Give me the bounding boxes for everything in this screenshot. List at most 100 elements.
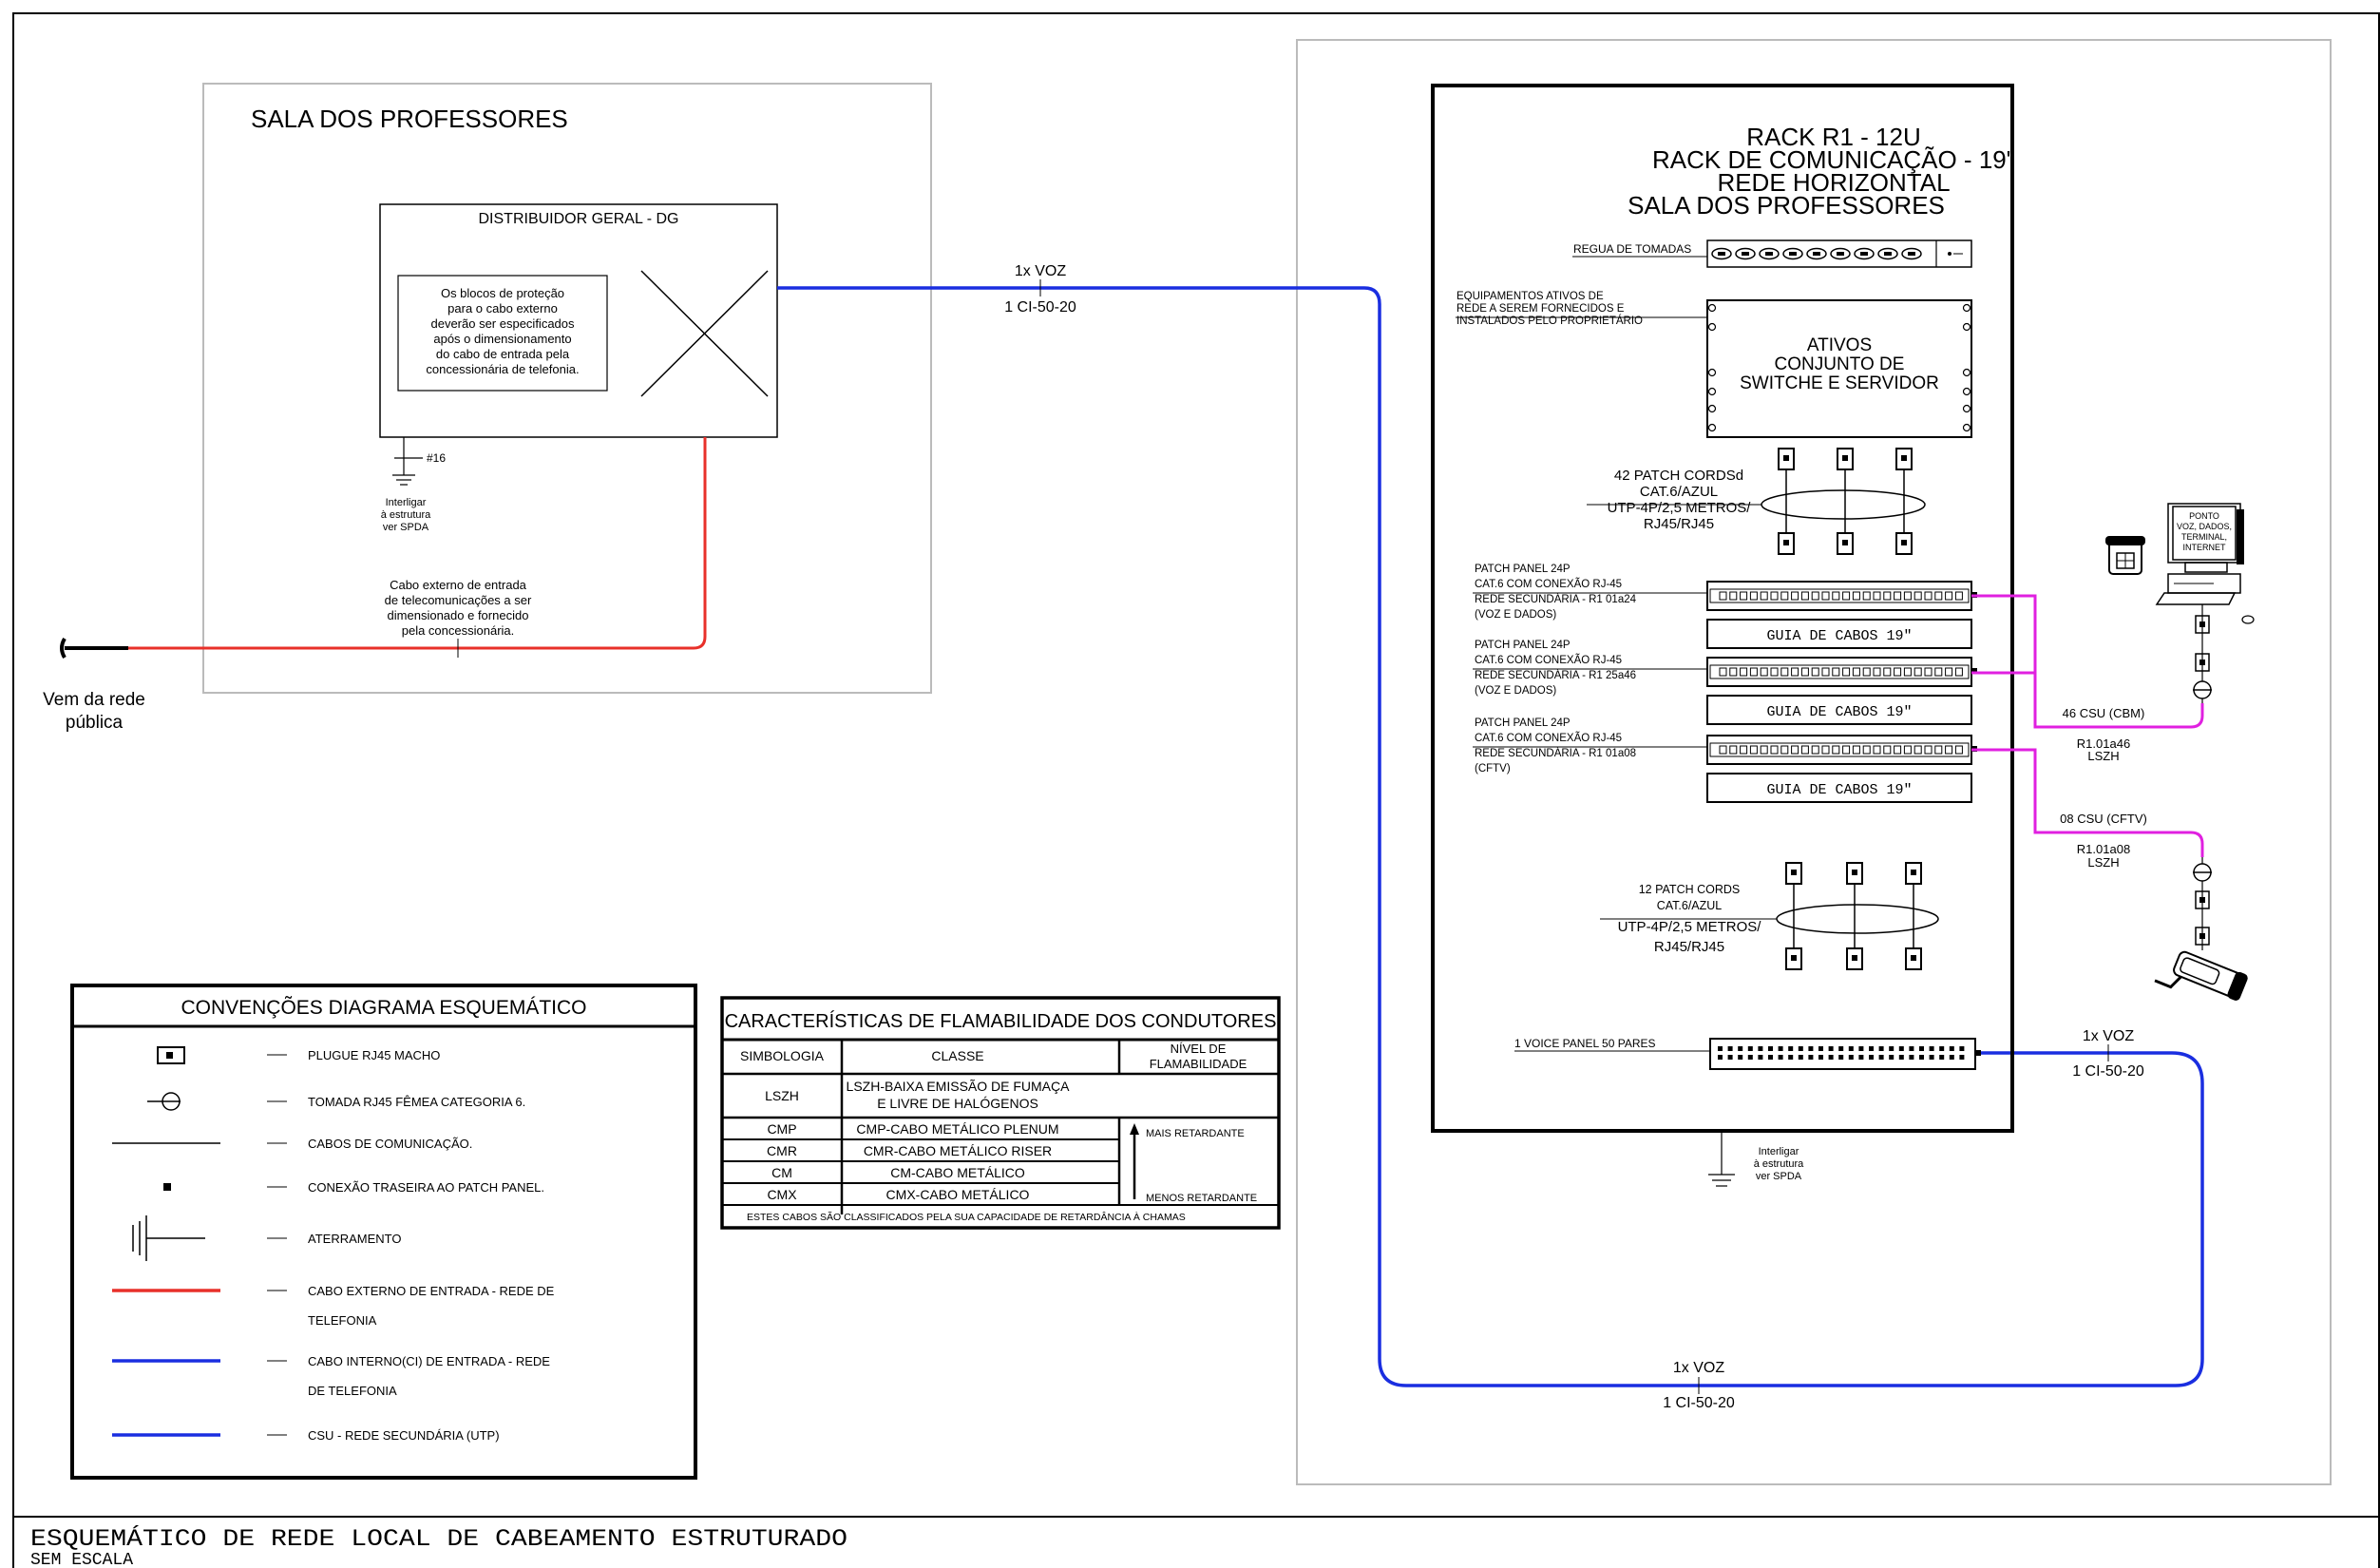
- patch-cords-2-line: 12 PATCH CORDS: [1639, 883, 1741, 896]
- dg-note-line: concessionária de telefonia.: [426, 362, 579, 376]
- legend-item-text: CONEXÃO TRASEIRA AO PATCH PANEL.: [308, 1180, 544, 1195]
- external-cable-line: de telecomunicações a ser: [385, 593, 532, 607]
- legend-item-text: PLUGUE RJ45 MACHO: [308, 1048, 440, 1062]
- bottom-cable-spec: 1 CI-50-20: [1663, 1395, 1735, 1411]
- legend-item-text: TOMADA RJ45 FÊMEA CATEGORIA 6.: [308, 1095, 525, 1109]
- rack-title-line: SALA DOS PROFESSORES: [1628, 191, 1945, 220]
- rack-title-line: REDE HORIZONTAL: [1717, 168, 1950, 197]
- external-cable-line: Cabo externo de entrada: [390, 578, 527, 592]
- csu-cftv-line: 08 CSU (CFTV): [2060, 812, 2147, 826]
- patch-cords-group-1: [1587, 448, 1926, 555]
- cable-guide-1: GUIA DE CABOS 19": [1706, 619, 1972, 649]
- outlet: [1830, 247, 1851, 260]
- outlet: [1901, 247, 1922, 260]
- flame-table-cell: LSZH-BAIXA EMISSÃO DE FUMAÇA: [847, 1079, 1071, 1094]
- room-frame: [202, 83, 932, 694]
- rack-ground-line: à estrutura: [1754, 1158, 1804, 1170]
- legend-item: CABO EXTERNO DE ENTRADA - REDE DETELEFON…: [112, 1284, 555, 1328]
- patch-panel-label-line: REDE SECUNDÁRIA - R1 01a08: [1475, 747, 1636, 759]
- public-network-line: Vem da rede: [43, 690, 145, 710]
- flame-table-header: CLASSE: [931, 1048, 983, 1063]
- outlet: [1877, 247, 1898, 260]
- workstation-drop: [2193, 604, 2212, 703]
- legend-item: PLUGUE RJ45 MACHO: [157, 1046, 440, 1064]
- flame-table-cell: CMX: [767, 1187, 797, 1202]
- legend-item-text: TELEFONIA: [308, 1313, 377, 1328]
- cable-guide-label: GUIA DE CABOS 19": [1766, 628, 1912, 644]
- outlet: [1782, 247, 1803, 260]
- flame-table-cell: CMR: [767, 1143, 797, 1158]
- patch-panel-label-line: REDE SECUNDÁRIA - R1 25a46: [1475, 669, 1636, 681]
- flame-table-header: SIMBOLOGIA: [740, 1048, 825, 1063]
- workstation-label-line: TERMINAL,: [2181, 532, 2227, 542]
- patch-cords-2-line: CAT.6/AZUL: [1657, 899, 1723, 912]
- legend-item: ATERRAMENTO: [132, 1215, 401, 1261]
- top-cable-label: 1x VOZ: [1015, 263, 1066, 279]
- voice-panel: [1709, 1038, 1981, 1070]
- active-box-line: SWITCHE E SERVIDOR: [1740, 373, 1939, 393]
- less-retardant: MENOS RETARDANTE: [1146, 1193, 1257, 1204]
- legend-item-text: CABOS DE COMUNICAÇÃO.: [308, 1137, 472, 1151]
- drawing-frame: [12, 12, 2380, 1568]
- csu-data-line: 46 CSU (CBM): [2063, 706, 2145, 720]
- active-box-line: CONJUNTO DE: [1775, 354, 1905, 374]
- patch-panel-label-line: (VOZ E DADOS): [1475, 685, 1556, 697]
- flame-table-header: NÍVEL DE: [1171, 1042, 1227, 1056]
- camera-icon: [2154, 950, 2248, 1001]
- csu-cftv-line: LSZH: [2087, 855, 2119, 870]
- drawing-scale: SEM ESCALA: [30, 1551, 133, 1568]
- csu-data-cable: [1971, 594, 2204, 729]
- rack-area-frame: [1296, 39, 2332, 1485]
- legend-item-text: DE TELEFONIA: [308, 1384, 397, 1398]
- patch-panel-label-line: REDE SECUNDÁRIA - R1 01a24: [1475, 593, 1637, 605]
- patch-panel-label-line: PATCH PANEL 24P: [1475, 564, 1571, 575]
- dg-title: DISTRIBUIDOR GERAL - DG: [479, 211, 679, 227]
- patch-panel-label-line: CAT.6 COM CONEXÃO RJ-45: [1475, 732, 1622, 744]
- active-note-line: INSTALADOS PELO PROPRIETÁRIO: [1457, 315, 1643, 327]
- legend-item: TOMADA RJ45 FÊMEA CATEGORIA 6.: [147, 1092, 525, 1111]
- more-retardant: MAIS RETARDANTE: [1146, 1128, 1245, 1139]
- flame-table-footnote: ESTES CABOS SÃO CLASSIFICADOS PELA SUA C…: [747, 1211, 1186, 1223]
- flame-table-cell: E LIVRE DE HALÓGENOS: [877, 1096, 1038, 1111]
- patch-cords-1-line: UTP-4P/2,5 METROS/: [1608, 500, 1752, 516]
- legend-item: CABOS DE COMUNICAÇÃO.: [112, 1137, 472, 1151]
- rack-cabinet: [1431, 84, 2014, 1133]
- outlet: [1806, 247, 1827, 260]
- patch-cords-1-line: 42 PATCH CORDSd: [1614, 468, 1743, 484]
- cable-guide-3: GUIA DE CABOS 19": [1706, 773, 1972, 803]
- patch-panel-label-line: (VOZ E DADOS): [1475, 609, 1556, 621]
- flame-table-cell: CM: [771, 1165, 792, 1180]
- legend-panel: CONVENÇÕES DIAGRAMA ESQUEMÁTICO PLUGUE R…: [70, 984, 697, 1480]
- ground-label-line: à estrutura: [381, 509, 431, 521]
- top-cable-spec: 1 CI-50-20: [1004, 299, 1076, 316]
- drawing-title: ESQUEMÁTICO DE REDE LOCAL DE CABEAMENTO …: [30, 1524, 847, 1553]
- csu-cftv-line: R1.01a08: [2077, 842, 2130, 856]
- dg-note-line: deverão ser especificados: [430, 316, 575, 331]
- patch-panel-label-line: PATCH PANEL 24P: [1475, 717, 1571, 729]
- outlet: [1711, 247, 1732, 260]
- cable-guide-label: GUIA DE CABOS 19": [1766, 704, 1912, 720]
- csu-data-line: LSZH: [2087, 749, 2119, 763]
- rj45-plug-icon: [1895, 532, 1913, 555]
- patch-panel-label-line: PATCH PANEL 24P: [1475, 640, 1571, 651]
- rear-connection-icon: [163, 1183, 171, 1191]
- active-note-line: REDE A SEREM FORNECIDOS E: [1457, 303, 1625, 315]
- right-cable-label: 1x VOZ: [2083, 1028, 2134, 1044]
- voice-panel-label: 1 VOICE PANEL 50 PARES: [1514, 1037, 1656, 1050]
- external-cable-line: dimensionado e fornecido: [388, 608, 529, 622]
- active-note-line: EQUIPAMENTOS ATIVOS DE: [1457, 291, 1604, 302]
- power-strip: [1706, 239, 1972, 268]
- dg-note-line: Os blocos de proteção: [441, 286, 564, 300]
